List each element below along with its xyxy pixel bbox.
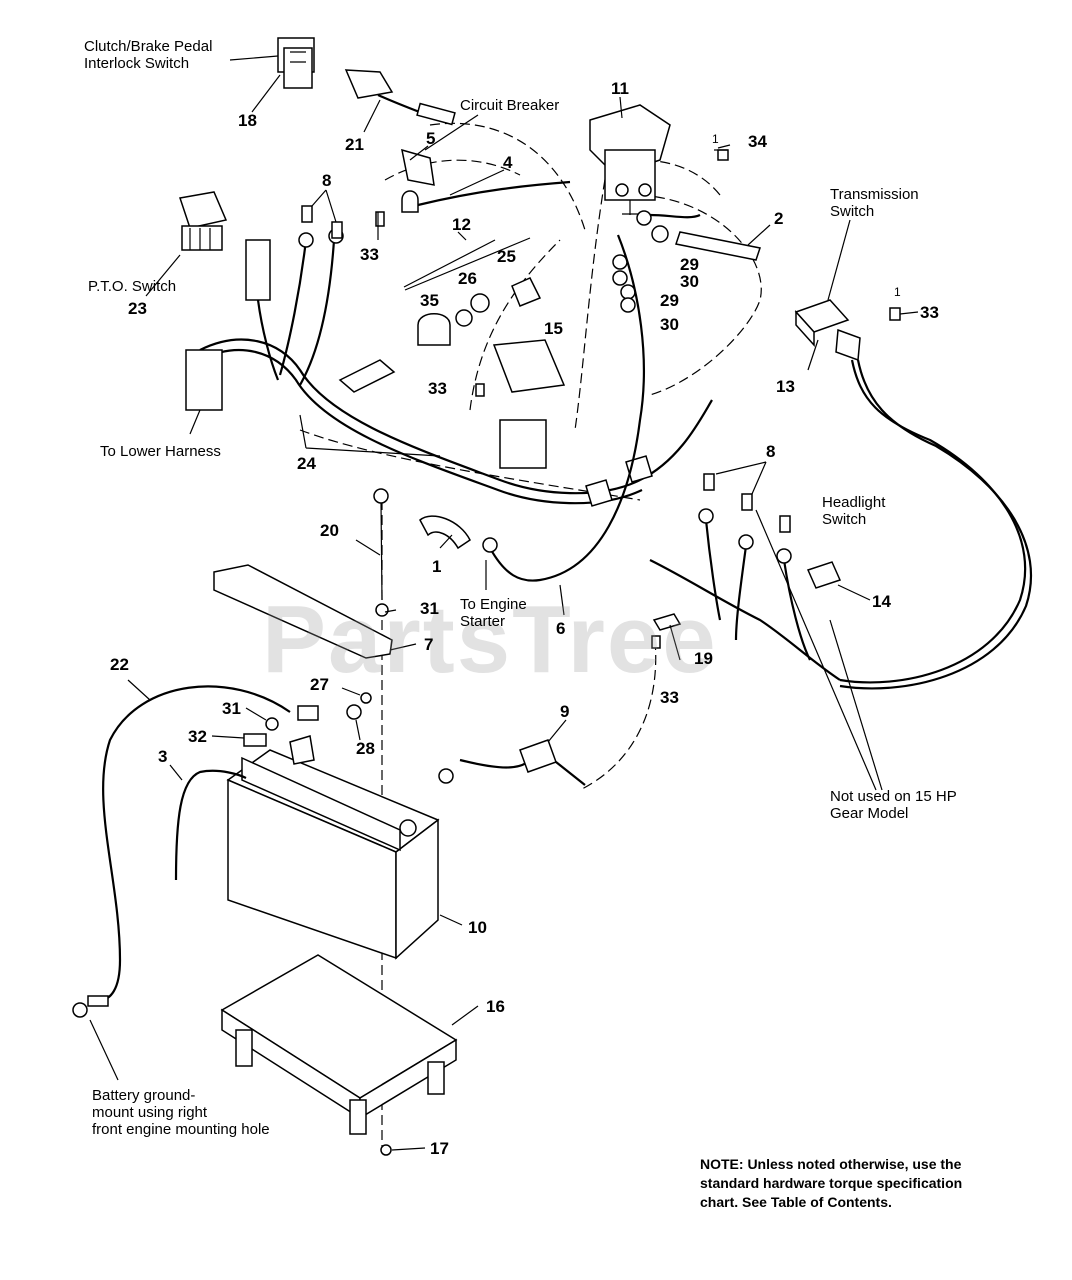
callout-18: 18 [238,111,257,130]
callout-29-a: 29 [680,255,699,274]
callout-33-left: 33 [360,245,379,264]
callout-1-boot: 1 [432,557,442,576]
boot-1 [419,515,471,550]
circuit-breaker-5 [375,148,571,227]
callout-31-top: 31 [420,599,439,618]
callout-3: 3 [158,747,168,766]
callout-32: 32 [188,727,207,746]
callout-1-right: 1 [894,285,901,299]
callout-13: 13 [776,377,795,396]
callout-26: 26 [458,269,477,288]
cable-3 [174,769,247,881]
ignition-group-12 [404,237,566,397]
main-harness-24 [185,205,713,507]
torque-note: NOTE: Unless noted otherwise, use the st… [700,1156,963,1210]
callout-1-top: 1 [712,132,719,146]
callout-21: 21 [345,135,364,154]
callout-33-lower: 33 [660,688,679,707]
callout-8-left: 8 [322,171,332,190]
interlock-switch-18 [277,37,315,89]
callout-16: 16 [486,997,505,1016]
headlight-harness [649,473,842,681]
callout-29-b: 29 [660,291,679,310]
callout-6: 6 [556,619,566,638]
callout-17: 17 [430,1139,449,1158]
bracket-7 [213,488,393,659]
callout-25: 25 [497,247,516,266]
solenoid-11 [589,104,729,215]
callout-27: 27 [310,675,329,694]
pto-switch-label: P.T.O. Switch [88,278,177,295]
switch-21 [344,69,456,126]
headlight-switch-label: Headlight Switch [822,494,886,528]
callout-22: 22 [110,655,129,674]
callout-33-center: 33 [428,379,447,398]
watermark: PartsTree [262,586,718,693]
callout-14: 14 [872,592,891,611]
transmission-switch-13 [794,299,1032,690]
callout-23: 23 [128,299,147,318]
callout-7: 7 [424,635,434,654]
callout-11: 11 [611,79,629,98]
cable-9 [438,739,586,786]
clutch-brake-label: Clutch/Brake Pedal Interlock Switch [84,38,213,72]
callout-4: 4 [503,153,513,172]
transmission-switch-label: Transmission Switch [830,186,919,220]
callout-5: 5 [426,129,436,148]
callout-31-bottom: 31 [222,699,241,718]
callout-24: 24 [297,454,316,473]
lower-harness-label: To Lower Harness [100,443,221,460]
callout-2: 2 [774,209,784,228]
callout-28: 28 [356,739,375,758]
callout-19: 19 [694,649,713,668]
callout-33-right: 33 [920,303,939,322]
cable-22 [72,685,372,1018]
callout-30-b: 30 [660,315,679,334]
cable-6 [482,234,645,582]
callout-9: 9 [560,702,570,721]
callout-12: 12 [452,215,471,234]
circuit-breaker-label: Circuit Breaker [460,97,560,114]
cable-2 [636,210,761,261]
callout-10: 10 [468,918,487,937]
callout-34: 34 [748,132,767,151]
callout-8-right: 8 [766,442,776,461]
callout-30-a: 30 [680,272,699,291]
pto-switch-23 [179,191,228,251]
battery-ground-label: Battery ground- mount using right front … [92,1087,270,1138]
not-used-label: Not used on 15 HP Gear Model [830,788,957,822]
engine-starter-label: To Engine Starter [460,596,527,630]
leader-lines [89,55,919,1151]
battery-10 [226,735,440,960]
callout-35: 35 [420,291,439,310]
washers [612,254,636,313]
callout-15: 15 [544,319,563,338]
battery-tray-16 [220,954,458,1156]
callout-20: 20 [320,521,339,540]
